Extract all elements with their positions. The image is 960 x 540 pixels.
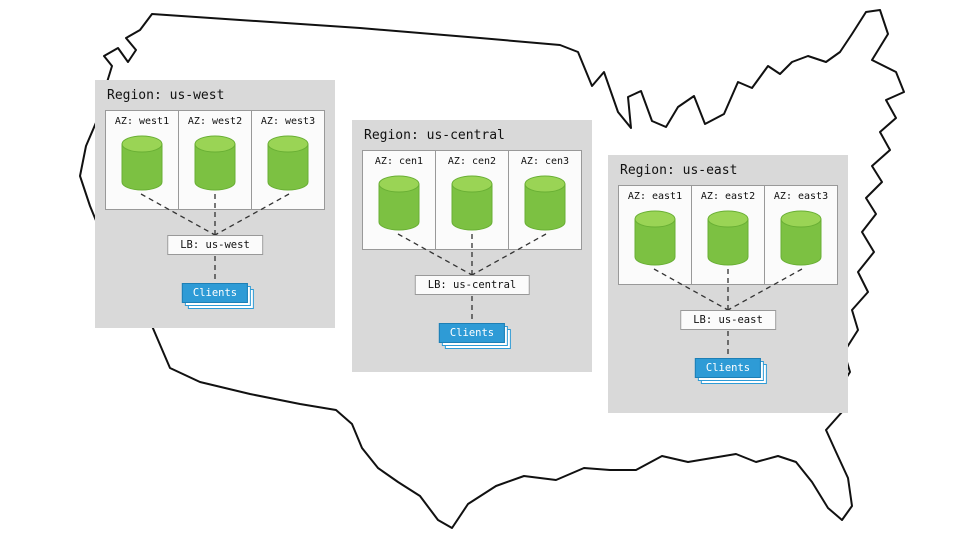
clients-box: Clients — [438, 323, 506, 343]
az-row: AZ: cen1 AZ: cen2 AZ: cen3 — [362, 150, 582, 250]
database-cylinder-icon — [780, 210, 822, 266]
database-cylinder-icon — [121, 135, 163, 191]
clients-box: Clients — [694, 358, 762, 378]
database-cylinder-icon — [451, 175, 493, 231]
az-label: AZ: cen3 — [520, 156, 570, 167]
az-label: AZ: west1 — [114, 116, 170, 127]
az-label: AZ: east2 — [700, 191, 756, 202]
az-row: AZ: east1 AZ: east2 AZ: east3 — [618, 185, 838, 285]
az-label: AZ: east1 — [627, 191, 683, 202]
region-title: Region: us-west — [107, 88, 225, 103]
region-us-central: Region: us-central AZ: cen1 AZ: cen2 AZ:… — [352, 120, 592, 372]
az-label: AZ: cen2 — [447, 156, 497, 167]
az-box: AZ: cen2 — [435, 150, 509, 250]
region-title: Region: us-east — [620, 163, 738, 178]
az-label: AZ: east3 — [773, 191, 829, 202]
region-us-west: Region: us-west AZ: west1 AZ: west2 AZ: … — [95, 80, 335, 328]
load-balancer-box: LB: us-central — [414, 275, 530, 295]
az-label: AZ: west2 — [187, 116, 243, 127]
az-box: AZ: east1 — [618, 185, 692, 285]
az-box: AZ: east2 — [691, 185, 765, 285]
az-row: AZ: west1 AZ: west2 AZ: west3 — [105, 110, 325, 210]
database-cylinder-icon — [524, 175, 566, 231]
load-balancer-box: LB: us-west — [167, 235, 263, 255]
region-us-east: Region: us-east AZ: east1 AZ: east2 AZ: … — [608, 155, 848, 413]
az-box: AZ: east3 — [764, 185, 838, 285]
region-title: Region: us-central — [364, 128, 505, 143]
az-box: AZ: cen3 — [508, 150, 582, 250]
database-cylinder-icon — [267, 135, 309, 191]
az-label: AZ: west3 — [260, 116, 316, 127]
az-box: AZ: west2 — [178, 110, 252, 210]
az-box: AZ: cen1 — [362, 150, 436, 250]
database-cylinder-icon — [707, 210, 749, 266]
load-balancer-box: LB: us-east — [680, 310, 776, 330]
database-cylinder-icon — [194, 135, 236, 191]
az-box: AZ: west1 — [105, 110, 179, 210]
database-cylinder-icon — [378, 175, 420, 231]
clients-box: Clients — [181, 283, 249, 303]
az-box: AZ: west3 — [251, 110, 325, 210]
database-cylinder-icon — [634, 210, 676, 266]
az-label: AZ: cen1 — [374, 156, 424, 167]
